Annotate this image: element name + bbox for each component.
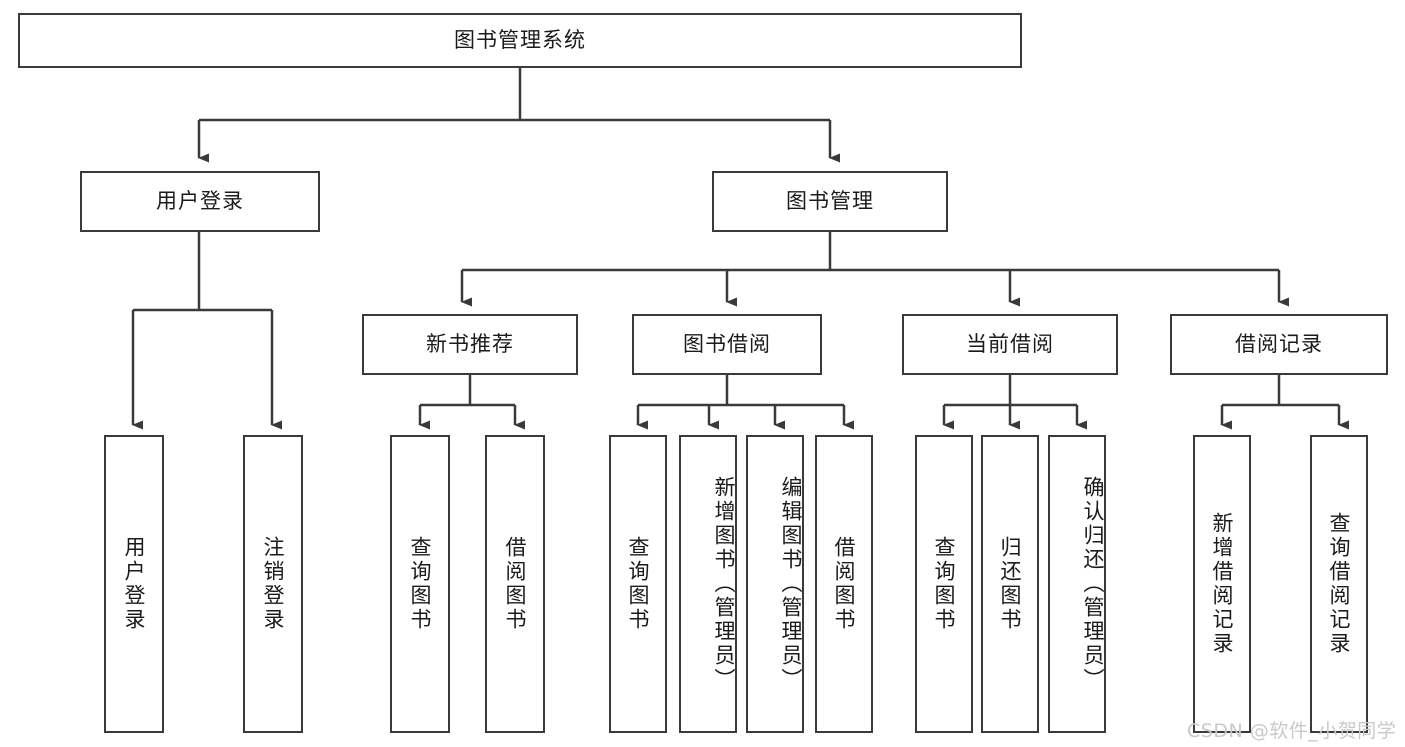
leaf-label: 查询借阅记录 — [1327, 512, 1352, 656]
node-book-management-label: 图书管理 — [786, 188, 874, 213]
node-book-management[interactable]: 图书管理 — [712, 171, 948, 232]
leaf-label: 注销登录 — [261, 536, 286, 632]
leaf-book-borrow-edit[interactable]: 编辑图书（管理员） — [746, 435, 804, 733]
node-current-borrow-label: 当前借阅 — [966, 331, 1054, 356]
leaf-label: 借阅图书 — [832, 536, 857, 632]
leaf-book-borrow-query[interactable]: 查询图书 — [609, 435, 667, 733]
node-book-borrow[interactable]: 图书借阅 — [632, 314, 822, 375]
leaf-label: 归还图书 — [998, 536, 1023, 632]
node-borrow-record-label: 借阅记录 — [1235, 331, 1323, 356]
leaf-current-borrow-query[interactable]: 查询图书 — [915, 435, 973, 733]
leaf-user-login-login[interactable]: 用户登录 — [104, 435, 164, 733]
leaf-borrow-record-add[interactable]: 新增借阅记录 — [1193, 435, 1251, 733]
leaf-label: 新增借阅记录 — [1210, 512, 1235, 656]
node-borrow-record[interactable]: 借阅记录 — [1170, 314, 1388, 375]
leaf-user-login-logout[interactable]: 注销登录 — [243, 435, 303, 733]
leaf-label: 查询图书 — [932, 536, 957, 632]
leaf-label: 编辑图书（管理员） — [779, 476, 803, 692]
leaf-label: 新增图书（管理员） — [712, 476, 736, 692]
node-current-borrow[interactable]: 当前借阅 — [902, 314, 1118, 375]
node-root[interactable]: 图书管理系统 — [18, 13, 1022, 68]
leaf-label: 查询图书 — [626, 536, 651, 632]
leaf-current-borrow-confirm[interactable]: 确认归还（管理员） — [1048, 435, 1106, 733]
csdn-watermark: CSDN @软件_小贺同学 — [1187, 720, 1397, 742]
leaf-current-borrow-return[interactable]: 归还图书 — [981, 435, 1039, 733]
node-root-label: 图书管理系统 — [454, 27, 586, 52]
node-book-borrow-label: 图书借阅 — [683, 331, 771, 356]
leaf-new-book-borrow[interactable]: 借阅图书 — [485, 435, 545, 733]
node-user-login-label: 用户登录 — [156, 188, 244, 213]
leaf-book-borrow-borrow[interactable]: 借阅图书 — [815, 435, 873, 733]
node-new-book-recommend[interactable]: 新书推荐 — [362, 314, 578, 375]
leaf-new-book-query[interactable]: 查询图书 — [390, 435, 450, 733]
leaf-label: 借阅图书 — [503, 536, 528, 632]
leaf-label: 确认归还（管理员） — [1081, 476, 1105, 692]
leaf-label: 查询图书 — [408, 536, 433, 632]
leaf-book-borrow-add[interactable]: 新增图书（管理员） — [679, 435, 737, 733]
node-user-login[interactable]: 用户登录 — [80, 171, 320, 232]
leaf-borrow-record-query[interactable]: 查询借阅记录 — [1310, 435, 1368, 733]
node-new-book-recommend-label: 新书推荐 — [426, 331, 514, 356]
leaf-label: 用户登录 — [122, 536, 147, 632]
